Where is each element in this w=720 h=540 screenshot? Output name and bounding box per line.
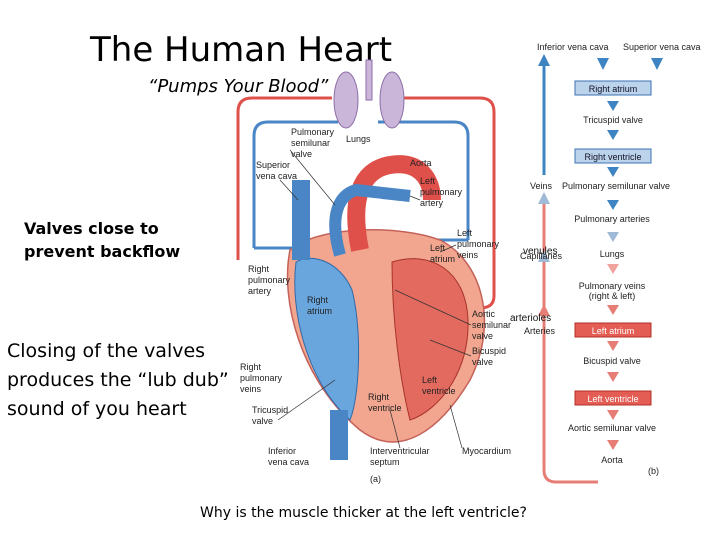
step-pulm-semilunar: Pulmonary semilunar valve [562,181,670,191]
arrow-up-icon [538,192,550,204]
label-interventricular-septum: Interventricular septum [370,446,432,467]
label-veins: Veins [530,181,553,191]
arrow-down-icon [607,264,619,274]
label-right-pulm-veins: Right pulmonary veins [240,362,285,394]
arrow-down-icon [607,372,619,382]
label-arterioles: arterioles [510,313,551,324]
step-lungs: Lungs [600,249,625,259]
page-title: The Human Heart [90,30,393,70]
label-tricuspid: Tricuspid valve [252,405,291,426]
question-text: Why is the muscle thicker at the left ve… [200,505,527,521]
panel-a-label: (a) [370,474,381,484]
box-right-ventricle [574,148,652,164]
box-right-atrium [574,80,652,96]
arrow-down-icon [607,410,619,420]
box-left-atrium [574,322,652,338]
arrow-up-icon [538,54,550,66]
label-inferior-vena-cava-b: Inferior vena cava [537,42,609,52]
panel-b-label: (b) [648,466,659,476]
label-left-ventricle: Left ventricle [422,375,456,396]
step-aorta: Aorta [601,455,623,465]
aorta-vessel [347,155,441,252]
step-left-ventricle: Left ventricle [587,394,638,404]
step-bicuspid-valve: Bicuspid valve [583,356,641,366]
step-pulm-arteries: Pulmonary arteries [574,214,650,224]
label-left-pulm-veins: Left pulmonary veins [457,228,502,260]
step-tricuspid-valve: Tricuspid valve [583,115,643,125]
flow-arrows [597,58,663,450]
superior-vena-cava-vessel [292,180,310,260]
label-aorta: Aorta [410,158,432,168]
left-heart-chambers [391,258,469,421]
right-heart-chambers [294,257,360,421]
arrow-down-icon [607,200,619,210]
step-right-ventricle: Right ventricle [584,152,641,162]
aorta-return-line [542,469,598,484]
arrow-down-icon [607,305,619,315]
arrow-down-icon [607,440,619,450]
arrow-down-icon [607,232,619,242]
arrow-down-icon [607,341,619,351]
label-venules: venules [523,246,557,257]
label-superior-vena-cava-b: Superior vena cava [623,42,701,52]
label-arteries: Arteries [524,326,556,336]
arrow-up-icon [538,304,550,316]
label-left-pulm-artery: Left pulmonary artery [420,176,465,208]
lungs-icon [333,59,405,129]
pulmonary-artery-loop [236,96,332,260]
arrow-down-icon [607,167,619,177]
arrow-down-icon [607,130,619,140]
label-aortic-semilunar: Aortic semilunar valve [472,309,514,341]
note-valves: Valves close to prevent backflow [24,219,181,261]
step-aortic-semilunar: Aortic semilunar valve [568,423,656,433]
leader-lines [277,149,472,449]
step-right-atrium: Right atrium [589,84,638,94]
label-right-ventricle: Right ventricle [368,392,402,413]
label-right-pulm-artery: Right pulmonary artery [248,264,293,296]
step-pulm-veins: Pulmonary veins [579,281,646,291]
pulmonary-vein-loop-left [252,120,338,248]
note-lub-dub: Closing of the valves produces the “lub … [7,340,229,420]
step-left-atrium: Left atrium [592,326,635,336]
label-capillaries: Capillaries [520,251,563,261]
arrow-down-icon [651,58,663,70]
label-right-atrium: Right atrium [307,295,332,316]
label-pulm-semilunar: Pulmonary semilunar valve [291,127,337,159]
label-lungs: Lungs [346,134,371,144]
systemic-artery-loop [380,96,496,310]
arrow-down-icon [607,101,619,111]
page-subtitle: “Pumps Your Blood” [148,76,329,97]
arrow-icon [538,250,550,262]
label-bicuspid: Bicuspid valve [472,346,509,367]
pulmonary-trunk [329,183,411,257]
label-inferior-vena-cava: Inferior vena cava [268,446,309,467]
pulmonary-vein-loop-right [378,120,470,240]
arrow-down-icon [597,58,609,70]
inferior-vena-cava-vessel [330,410,348,460]
box-left-ventricle [574,390,652,406]
label-myocardium: Myocardium [462,446,511,456]
label-superior-vena-cava: Superior vena cava [256,160,297,181]
label-left-atrium: Left atrium [430,243,455,264]
flow-steps: Right atrium Tricuspid valve Right ventr… [562,80,670,465]
step-pulm-veins-note: (right & left) [589,291,636,301]
